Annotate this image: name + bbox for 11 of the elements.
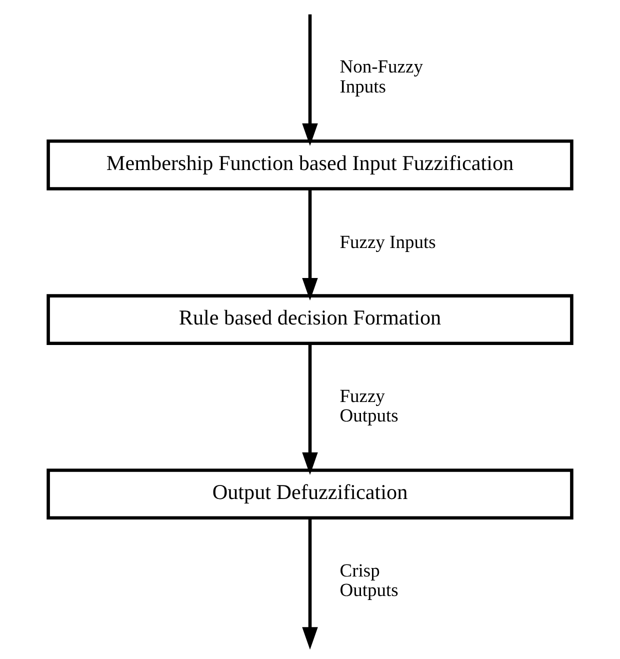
arrow: [302, 189, 318, 300]
arrow: [302, 518, 318, 650]
arrow: [302, 344, 318, 475]
edge-label: Fuzzy Inputs: [340, 232, 436, 253]
node-box: Output Defuzzification: [46, 468, 574, 520]
edge-label: Fuzzy Outputs: [340, 386, 398, 427]
node-box: Rule based decision Formation: [46, 294, 574, 346]
node-box: Membership Function based Input Fuzzification: [46, 140, 574, 190]
arrow: [302, 14, 318, 146]
edge-label: Non-Fuzzy Inputs: [340, 58, 423, 98]
edge-label: Crisp Outputs: [340, 561, 398, 602]
